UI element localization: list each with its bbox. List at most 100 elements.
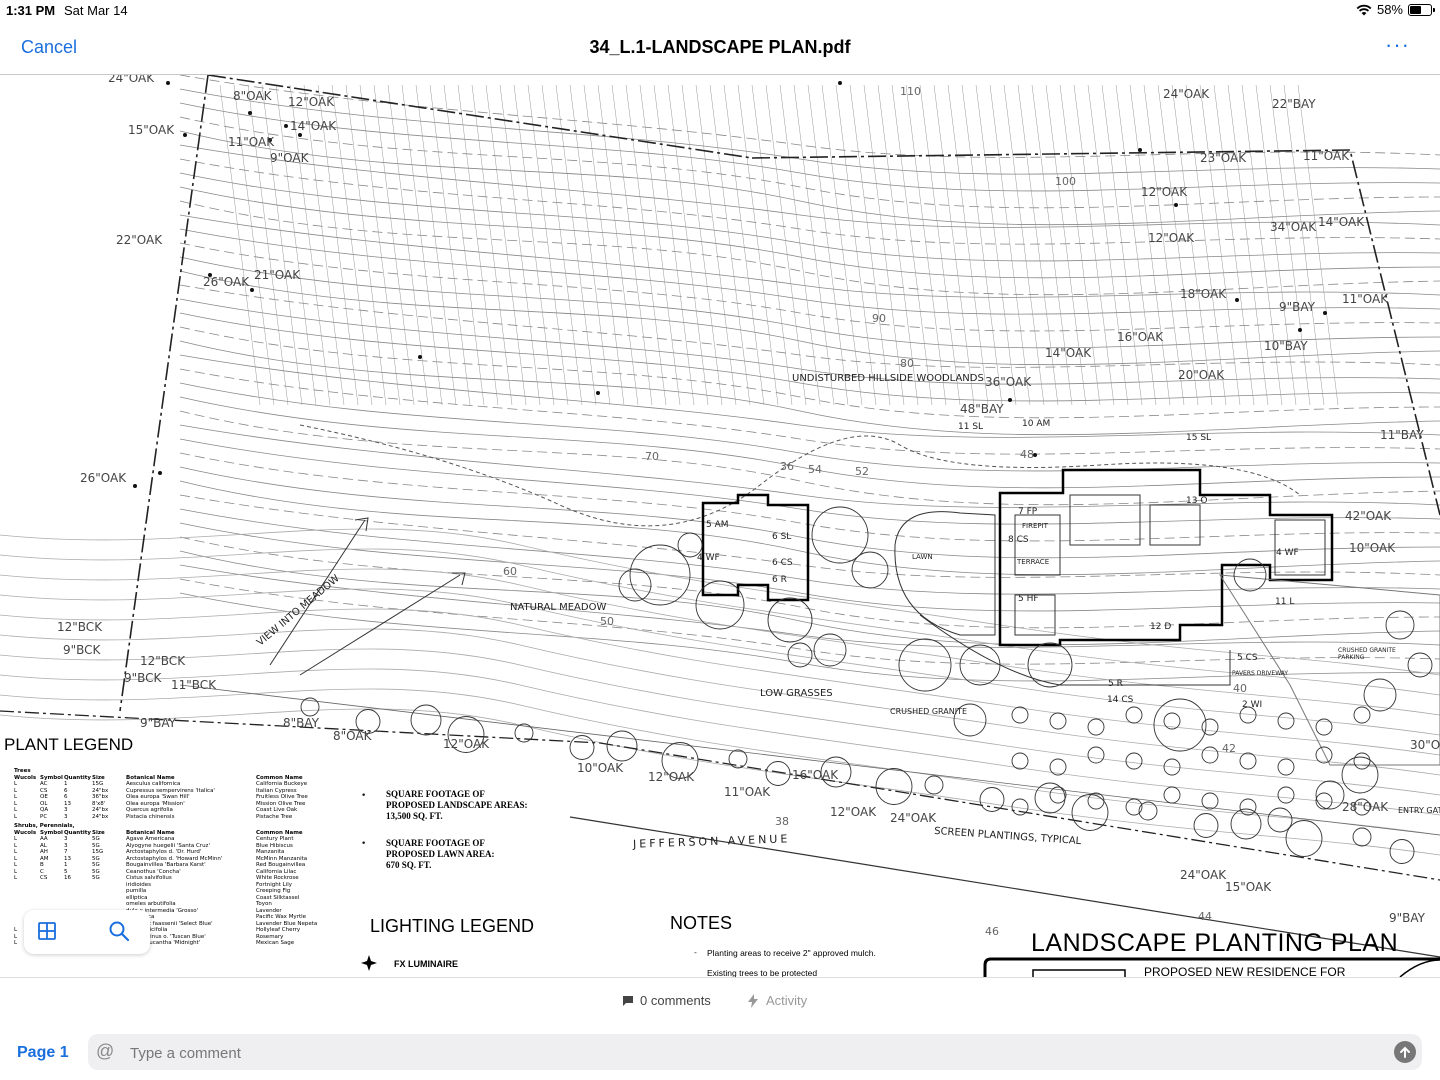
hatch-line [1297, 84, 1339, 406]
mention-icon[interactable]: @ [96, 1041, 115, 1061]
contour-line [179, 452, 1440, 542]
nav-bar: Cancel 34_L.1-LANDSCAPE PLAN.pdf ··· [0, 24, 1440, 75]
tree-tag: 8"OAK [333, 729, 372, 743]
legend-cell: 5G [92, 868, 100, 875]
legend-cell: Wucols [14, 829, 37, 836]
pdf-document-view[interactable]: UNDISTURBED HILLSIDE WOODLANDS NATURAL M… [0, 75, 1440, 977]
hatch-line [779, 84, 821, 406]
wifi-icon [1356, 4, 1372, 15]
legend-cell: AC [40, 781, 48, 787]
tree-trunk-dot [1008, 398, 1012, 402]
legend-cell: pumilla [126, 888, 147, 894]
contour-line [179, 592, 1440, 682]
status-time: 1:31 PM [6, 3, 56, 18]
legend-cell: AA [40, 836, 48, 842]
planting-zone-tag: 11 L [1275, 597, 1295, 607]
contour-line [179, 396, 1440, 489]
contour-line [0, 548, 1440, 696]
activity-tab[interactable]: Activity [748, 993, 807, 1008]
comment-input[interactable] [128, 1034, 1382, 1072]
screen-planting [606, 730, 638, 762]
contour-line [179, 424, 1440, 508]
thumbnail-grid-icon[interactable] [38, 922, 56, 940]
shrub-symbol [1125, 798, 1143, 816]
hatch-line [1115, 84, 1157, 406]
legend-cell: AL [40, 842, 47, 849]
screen-planting [447, 716, 485, 753]
send-button[interactable] [1394, 1041, 1416, 1063]
lightning-icon [748, 993, 758, 1008]
battery-icon [1408, 3, 1435, 16]
hatch-line [1003, 84, 1045, 406]
contour-line [179, 186, 1440, 279]
more-options-button[interactable]: ··· [1385, 32, 1410, 57]
shrub-symbol [1239, 798, 1257, 816]
hatch-line [639, 84, 681, 406]
hatch-line [1101, 84, 1143, 406]
hatch-line [527, 84, 569, 406]
contour-line [179, 144, 1440, 228]
hatch-line [1241, 84, 1283, 406]
search-icon[interactable] [108, 920, 130, 942]
hatch-line [541, 84, 583, 406]
tree-tag: 12"BCK [140, 654, 186, 668]
shrub-symbol [1353, 798, 1371, 816]
planting-zone-tag: 6 CS [772, 558, 793, 568]
screen-planting [728, 749, 748, 769]
shrub-symbol [1315, 746, 1333, 764]
hatch-line [1045, 84, 1087, 406]
comments-tab[interactable]: 0 comments [622, 993, 711, 1008]
legend-cell: PC [40, 813, 48, 820]
notes-title: NOTES [670, 913, 733, 933]
legend-cell: 36"bx [92, 794, 109, 800]
legend-cell: Wucols [14, 774, 37, 781]
page-indicator[interactable]: Page 1 [17, 1044, 69, 1061]
tree-tag: 14"OAK [1045, 346, 1092, 360]
screen-planting [661, 742, 699, 779]
sq-line: SQUARE FOOTAGE OF [386, 789, 485, 799]
cancel-button[interactable]: Cancel [21, 37, 78, 57]
screen-planting [979, 787, 1005, 812]
legend-cell: 24"bx [92, 807, 109, 813]
tree-tag: 9"OAK [270, 151, 309, 165]
hatch-line [1255, 84, 1297, 406]
hatch-line [975, 84, 1017, 406]
contour-label: 46 [985, 925, 999, 938]
legend-cell: Symbol [40, 774, 63, 781]
comments-bar: 0 comments Activity Page 1 @ [0, 977, 1440, 1080]
tree-canopy [813, 633, 847, 667]
tree-trunk-dot [284, 124, 288, 128]
legend-cell: Symbol [40, 829, 63, 836]
shrub-symbol [1087, 718, 1105, 736]
label-undisturbed-woodlands: UNDISTURBED HILLSIDE WOODLANDS [792, 373, 984, 384]
tree-trunk-dot [298, 133, 302, 137]
comment-input-container: @ [88, 1034, 1422, 1072]
hatch-line [947, 84, 989, 406]
legend-cell: Coast Live Oak [256, 807, 298, 813]
screen-planting [410, 704, 442, 736]
tree-tag: 22"OAK [116, 233, 163, 247]
contour-line [179, 312, 1440, 402]
contour-line [0, 588, 1440, 736]
hatch-line [765, 84, 807, 406]
note-item: Existing trees to be protected [707, 968, 818, 977]
hatch-line [653, 84, 695, 406]
tree-tag: 12"OAK [1141, 185, 1188, 199]
dash-icon: - [694, 948, 697, 957]
legend-cell: Botanical Name [126, 829, 175, 836]
contour-label: 44 [1198, 910, 1212, 923]
tree-canopy [959, 644, 1001, 686]
hatch-line [863, 84, 905, 406]
contour-line [179, 200, 1440, 296]
planting-zone-tag: 5 R [1108, 679, 1123, 689]
legend-cell: Size [92, 774, 105, 781]
comments-count-label: 0 comments [640, 993, 711, 1008]
hatch-line [1157, 84, 1199, 406]
